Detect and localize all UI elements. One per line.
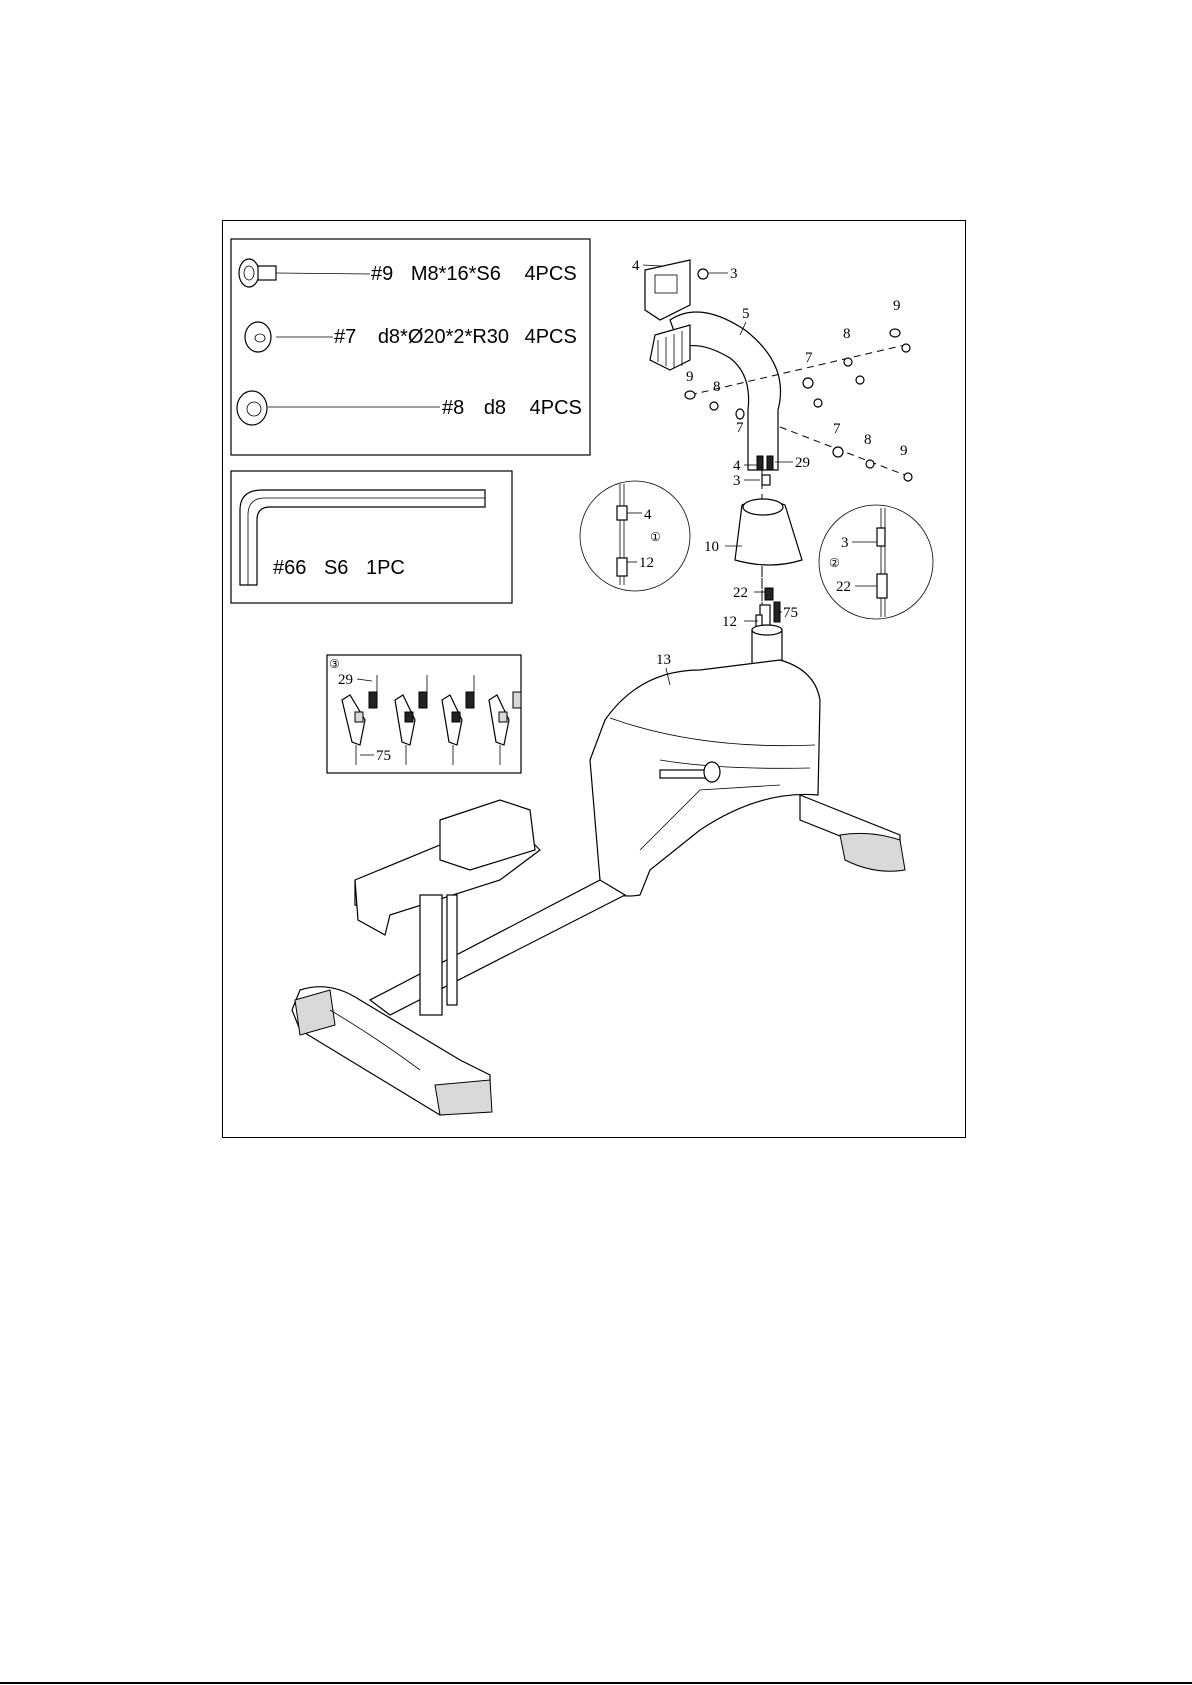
- callout-9-lower: 9: [900, 443, 908, 459]
- callout-5: 5: [742, 306, 750, 322]
- callout-7-left: 7: [736, 420, 744, 436]
- callout-22-detail: 22: [836, 579, 851, 595]
- bike-frame-drawing: [292, 625, 905, 1115]
- callout-4-detail: 4: [644, 507, 652, 523]
- svg-text:#9 M8*16*S6 4PCS: #9 M8*16*S6 4PCS: [371, 263, 577, 285]
- svg-text:#66 S6 1PC: #66 S6 1PC: [273, 557, 405, 579]
- bolt-spec: M8*16*S6: [411, 263, 501, 285]
- callout-3-top: 3: [730, 266, 738, 282]
- svg-text:#8 d8 4PCS: #8 d8 4PCS: [442, 397, 582, 419]
- detail-circle-1: [580, 481, 690, 591]
- tool-spec: S6: [324, 557, 348, 579]
- callout-4-top: 4: [632, 258, 640, 274]
- callout-7-lower: 7: [833, 421, 841, 437]
- detail-marker-2: ②: [829, 556, 840, 570]
- callout-75-detail: 75: [376, 748, 391, 764]
- callout-8-right: 8: [843, 326, 851, 342]
- bolt-code: #9: [371, 263, 393, 285]
- callout-9-left: 9: [686, 369, 694, 385]
- spring-washer-code: #8: [442, 397, 464, 419]
- tool-qty: 1PC: [366, 557, 405, 579]
- svg-text:#7 d8*Ø20*2*R30 4PCS: #7 d8*Ø20*2*R30 4PCS: [334, 326, 577, 348]
- spring-washer-qty: 4PCS: [530, 397, 582, 419]
- callout-75: 75: [783, 605, 798, 621]
- callout-7-right: 7: [805, 350, 813, 366]
- callout-10: 10: [704, 539, 719, 555]
- tool-code: #66: [273, 557, 306, 579]
- callout-29-detail: 29: [338, 672, 353, 688]
- callout-8-lower: 8: [864, 432, 872, 448]
- callout-9-right: 9: [893, 298, 901, 314]
- curved-washer-qty: 4PCS: [525, 326, 577, 348]
- callout-3-mid: 3: [733, 473, 741, 489]
- bolt-qty: 4PCS: [524, 263, 576, 285]
- curved-washer-code: #7: [334, 326, 356, 348]
- callout-13: 13: [656, 652, 671, 668]
- callout-4-mid: 4: [733, 458, 741, 474]
- callout-29: 29: [795, 455, 810, 471]
- detail-marker-3: ③: [329, 657, 340, 671]
- callout-12: 12: [722, 614, 737, 630]
- page-bottom-rule: [0, 1682, 1192, 1684]
- callout-3-detail: 3: [841, 535, 849, 551]
- spring-washer-spec: d8: [484, 397, 506, 419]
- curved-washer-icon: [245, 322, 333, 352]
- curved-washer-spec: d8*Ø20*2*R30: [378, 326, 509, 348]
- handlebar-post-drawing: [645, 260, 781, 620]
- callout-8-left: 8: [713, 379, 721, 395]
- wiring-sequence-drawing: [342, 675, 521, 765]
- post-cover-drawing: [735, 499, 802, 565]
- spring-washer-icon: [237, 391, 440, 425]
- callout-22: 22: [733, 585, 748, 601]
- callout-12-detail: 12: [639, 555, 654, 571]
- detail-marker-1: ①: [650, 530, 661, 544]
- bolt-icon: [239, 259, 370, 287]
